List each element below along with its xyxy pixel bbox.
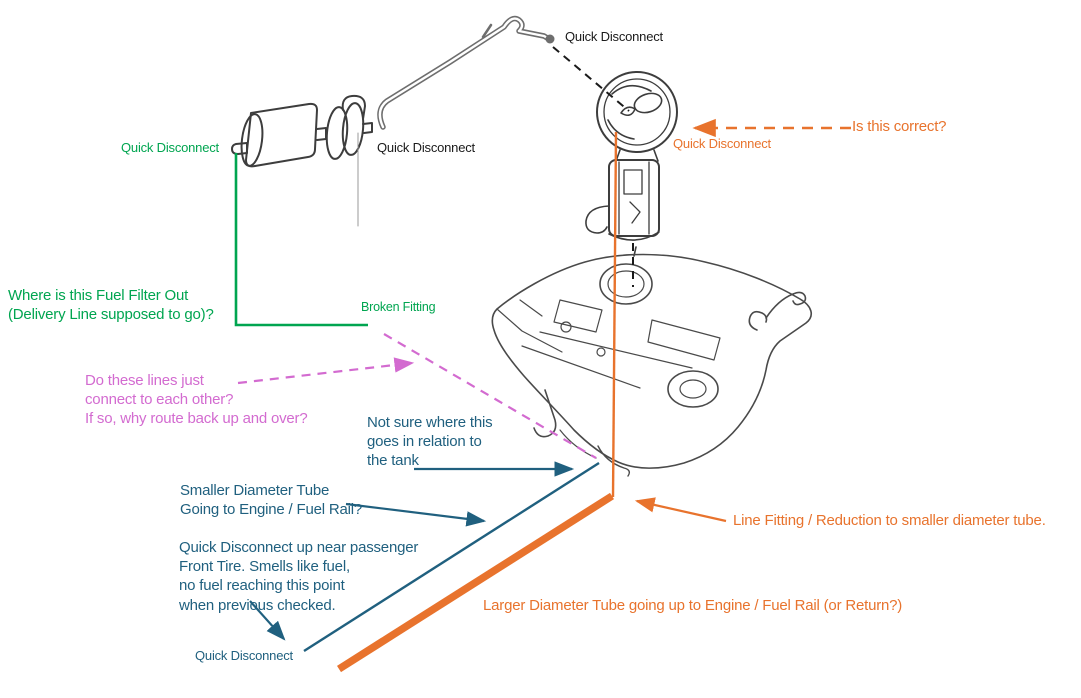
fuel-filter-out-question: Where is this Fuel Filter Out (Delivery … bbox=[8, 287, 214, 324]
pink-dashed-arrow bbox=[237, 357, 415, 385]
fuel-pump-drawing bbox=[585, 71, 678, 257]
black-dashed-leader-top bbox=[552, 46, 630, 112]
quick-disconnect-passenger-note: Quick Disconnect up near passenger Front… bbox=[179, 539, 419, 614]
smaller-tube-note: Smaller Diameter Tube Going to Engine / … bbox=[180, 482, 363, 519]
fuel-line-drawing bbox=[377, 15, 555, 130]
is-this-correct-label: Is this correct? bbox=[852, 118, 947, 135]
quick-disconnect-pump-label: Quick Disconnect bbox=[673, 136, 771, 151]
fuel-tank-drawing bbox=[491, 253, 813, 477]
broken-fitting-label: Broken Fitting bbox=[361, 300, 436, 314]
quick-disconnect-filter-right-label: Quick Disconnect bbox=[377, 140, 475, 155]
quick-disconnect-bottom-label: Quick Disconnect bbox=[195, 648, 293, 663]
quick-disconnect-filter-left-label: Quick Disconnect bbox=[121, 140, 219, 155]
pink-dashed-diagonal bbox=[383, 333, 597, 459]
larger-tube-note: Larger Diameter Tube going up to Engine … bbox=[483, 597, 903, 614]
teal-arrow-quick-disconnect bbox=[249, 600, 286, 641]
teal-tube-line bbox=[303, 461, 600, 653]
not-sure-note: Not sure where this goes in relation to … bbox=[367, 414, 493, 470]
quick-disconnect-top-label: Quick Disconnect bbox=[565, 29, 663, 44]
lines-connect-question: Do these lines just connect to each othe… bbox=[85, 372, 308, 428]
orange-thin-line bbox=[611, 131, 618, 498]
orange-arrow-line-fitting bbox=[634, 497, 727, 523]
teal-arrow-smaller-tube bbox=[345, 502, 487, 527]
line-fitting-note: Line Fitting / Reduction to smaller diam… bbox=[733, 512, 1046, 529]
green-leader-line bbox=[234, 153, 368, 327]
orange-thick-tube-line bbox=[336, 492, 615, 673]
fuel-filter-drawing bbox=[231, 94, 373, 227]
